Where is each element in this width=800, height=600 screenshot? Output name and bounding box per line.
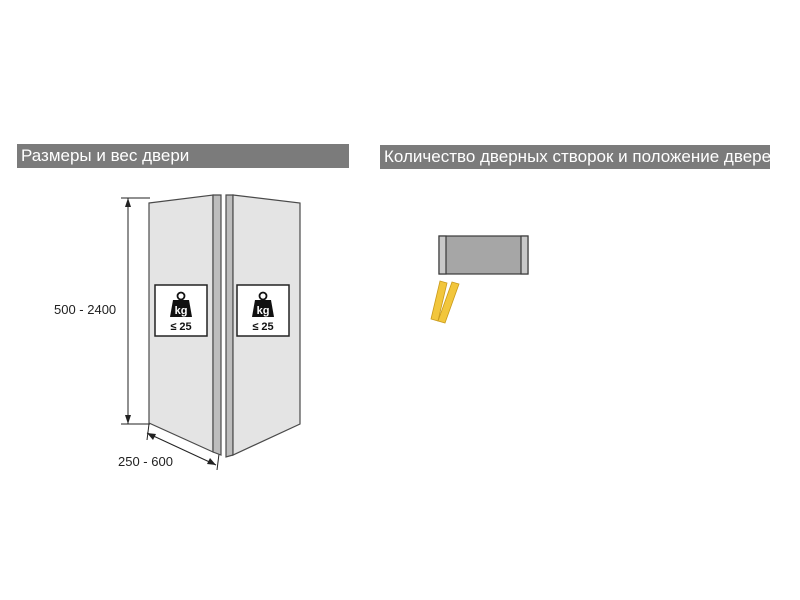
- section-title-door-size-weight: Размеры и вес двери: [17, 144, 349, 168]
- section-title-door-leaves-position: Количество дверных створок и положение д…: [380, 145, 781, 169]
- weight-icon: [252, 291, 274, 317]
- weight-badge-right: kg ≤ 25: [236, 284, 290, 337]
- door-leaves-plan: [430, 280, 460, 324]
- weight-limit-label: ≤ 25: [170, 321, 191, 333]
- width-range-label: 250 - 600: [118, 454, 173, 469]
- weight-unit-label: kg: [257, 305, 270, 317]
- width-dimension: [146, 423, 220, 471]
- weight-badge-left: kg ≤ 25: [154, 284, 208, 337]
- height-dimension: [121, 197, 150, 425]
- weight-limit-label: ≤ 25: [252, 321, 273, 333]
- height-range-label: 500 - 2400: [54, 302, 116, 317]
- cabinet-plan-view: [438, 235, 529, 275]
- weight-unit-label: kg: [175, 305, 188, 317]
- weight-icon: [170, 291, 192, 317]
